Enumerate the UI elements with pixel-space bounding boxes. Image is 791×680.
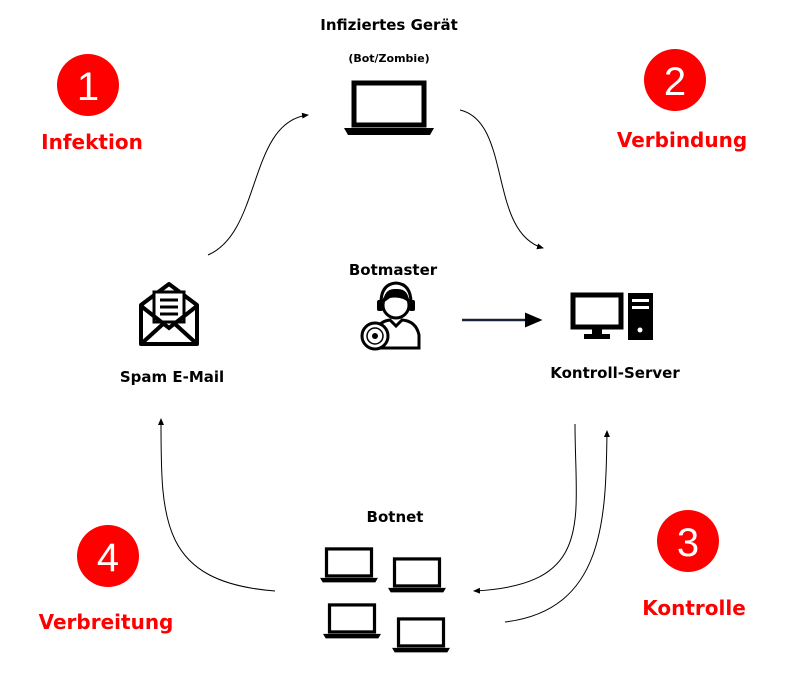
user-headset-disc-icon [360,281,421,351]
laptop-icon [344,83,434,135]
arrow-botnet-to-server [504,430,610,623]
step-label: Verbreitung [39,610,174,634]
step-number: 1 [77,65,99,109]
laptop-group-icon [320,547,450,653]
arrow-email-to-device [207,112,309,256]
step-label: Verbindung [617,128,747,152]
botnet-label: Botnet [367,508,424,526]
desktop-computer-icon [570,292,653,340]
step-label: Infektion [41,130,143,154]
step-label: Kontrolle [642,596,746,620]
step-3: 3 Kontrolle [642,510,746,620]
flow-arrows [157,109,610,623]
step-number: 2 [664,60,686,104]
infected-device-title: Infiziertes Gerät [320,16,458,34]
envelope-letter-icon [139,282,199,346]
control-server-label: Kontroll-Server [550,364,680,382]
step-1: 1 Infektion [41,54,143,154]
step-number: 4 [97,536,119,580]
step-2: 2 Verbindung [617,49,747,152]
step-4: 4 Verbreitung [39,525,174,634]
arrow-server-to-botnet [473,423,577,594]
spam-email-label: Spam E-Mail [120,368,224,386]
infected-device-subtitle: (Bot/Zombie) [348,52,429,65]
arrow-botnet-to-email [157,418,276,592]
arrow-device-to-server [459,109,544,250]
step-number: 3 [677,521,699,565]
botmaster-label: Botmaster [349,261,438,279]
